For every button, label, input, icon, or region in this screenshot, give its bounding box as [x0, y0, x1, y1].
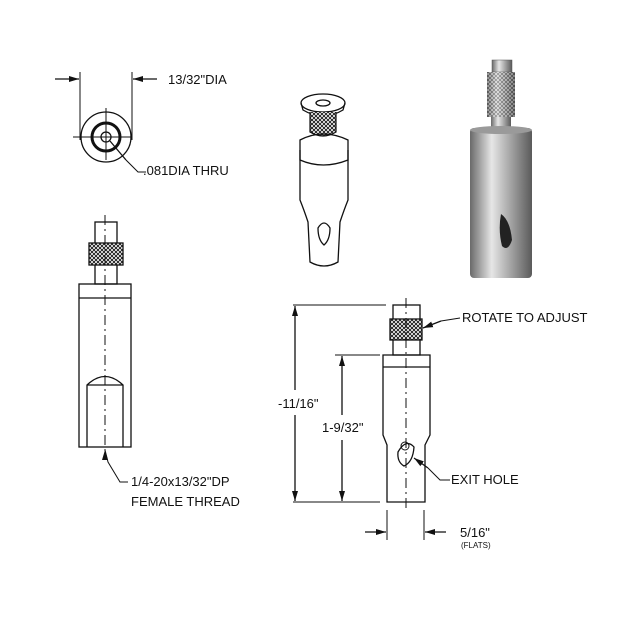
isometric-sketch	[299, 93, 349, 267]
body-length-label: 1-9/32"	[322, 420, 364, 435]
exit-hole-label: EXIT HOLE	[451, 472, 519, 487]
dimensioned-view	[292, 298, 461, 540]
flats-note: (FLATS)	[461, 541, 491, 550]
end-view	[55, 72, 157, 173]
side-view-section	[78, 215, 132, 483]
thread-label-line1: 1/4-20x13/32"DP	[131, 474, 230, 489]
product-photo	[470, 59, 532, 278]
hole-diameter-label: .081DIA THRU	[143, 163, 229, 178]
outer-diameter-label: 13/32"DIA	[168, 72, 227, 87]
rotate-label: ROTATE TO ADJUST	[462, 310, 588, 325]
flats-width-label: 5/16"	[460, 525, 490, 540]
thread-label-line2: FEMALE THREAD	[131, 494, 240, 509]
overall-length-label: -11/16"	[278, 396, 319, 411]
